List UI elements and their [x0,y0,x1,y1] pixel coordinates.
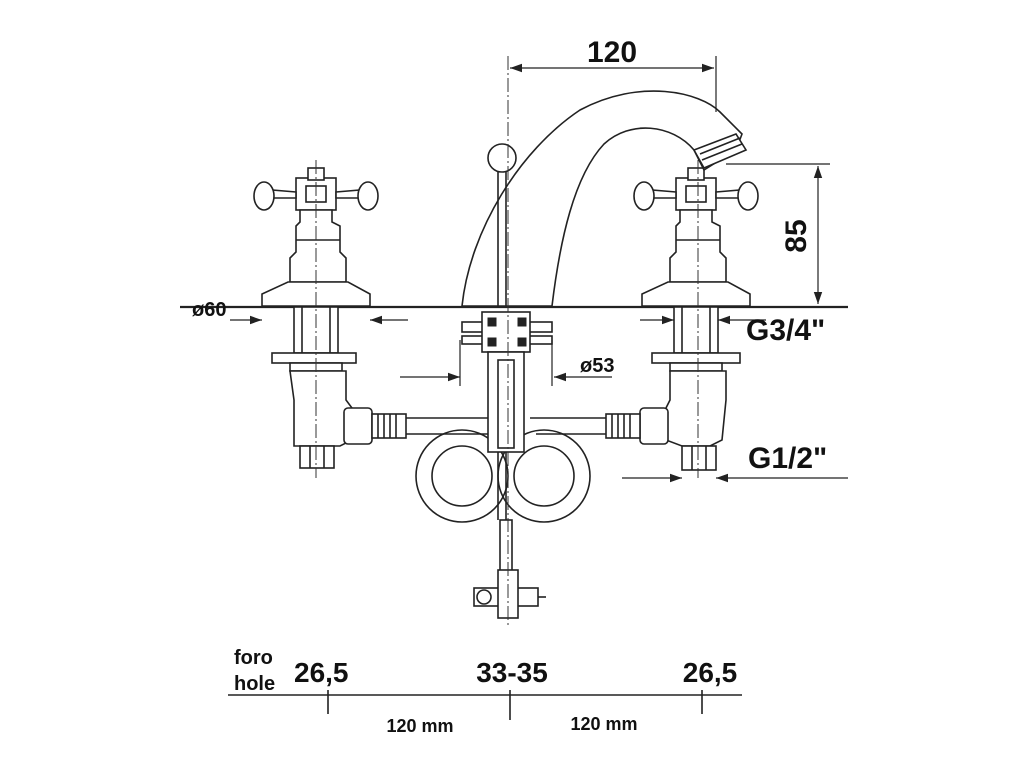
thread-lower-label: G1/2" [748,442,827,475]
connecting-hoses [343,407,669,523]
flange-diameter-label: ø60 [192,299,226,321]
dimension-85-height: 85 [726,163,830,304]
hole-table: foro hole 26,5 33-35 26,5 120 mm 120 mm [228,647,742,736]
right-cross-handle [633,167,759,211]
thread-upper-label: G3/4" [746,314,825,347]
spout [461,56,748,628]
dimension-o53: ø53 [400,340,614,386]
dimension-o60: ø60 [192,299,408,325]
spout-body [461,90,743,307]
right-valve [633,160,759,478]
right-inlet-tail [681,445,717,471]
dimension-g12: G1/2" [622,442,848,483]
left-valve [253,160,379,478]
center-diameter-label: ø53 [580,355,614,377]
left-inlet-tail [299,445,335,469]
spout-aerator [692,133,748,170]
hole-label-foro: foro [234,647,273,669]
left-elbow [289,370,353,447]
hole-label-hole: hole [234,673,275,695]
center-hole-diameter: 33-35 [476,657,548,688]
right-flange [641,281,751,307]
right-shank [673,306,719,354]
right-elbow [665,370,727,447]
right-lock-nut [651,352,741,364]
right-spacing-label: 120 mm [570,714,637,734]
pop-up-knob [487,143,517,173]
left-spacing-label: 120 mm [386,716,453,736]
right-hole-diameter: 26,5 [683,657,738,688]
left-lock-nut [271,352,357,364]
left-valve-bonnet [289,209,347,283]
spout-reach-label: 120 [587,36,637,69]
left-hole-diameter: 26,5 [294,657,349,688]
spout-height-label: 85 [780,219,813,252]
dimension-g34: G3/4" [640,306,848,347]
dimension-120-top: 120 [510,36,717,112]
